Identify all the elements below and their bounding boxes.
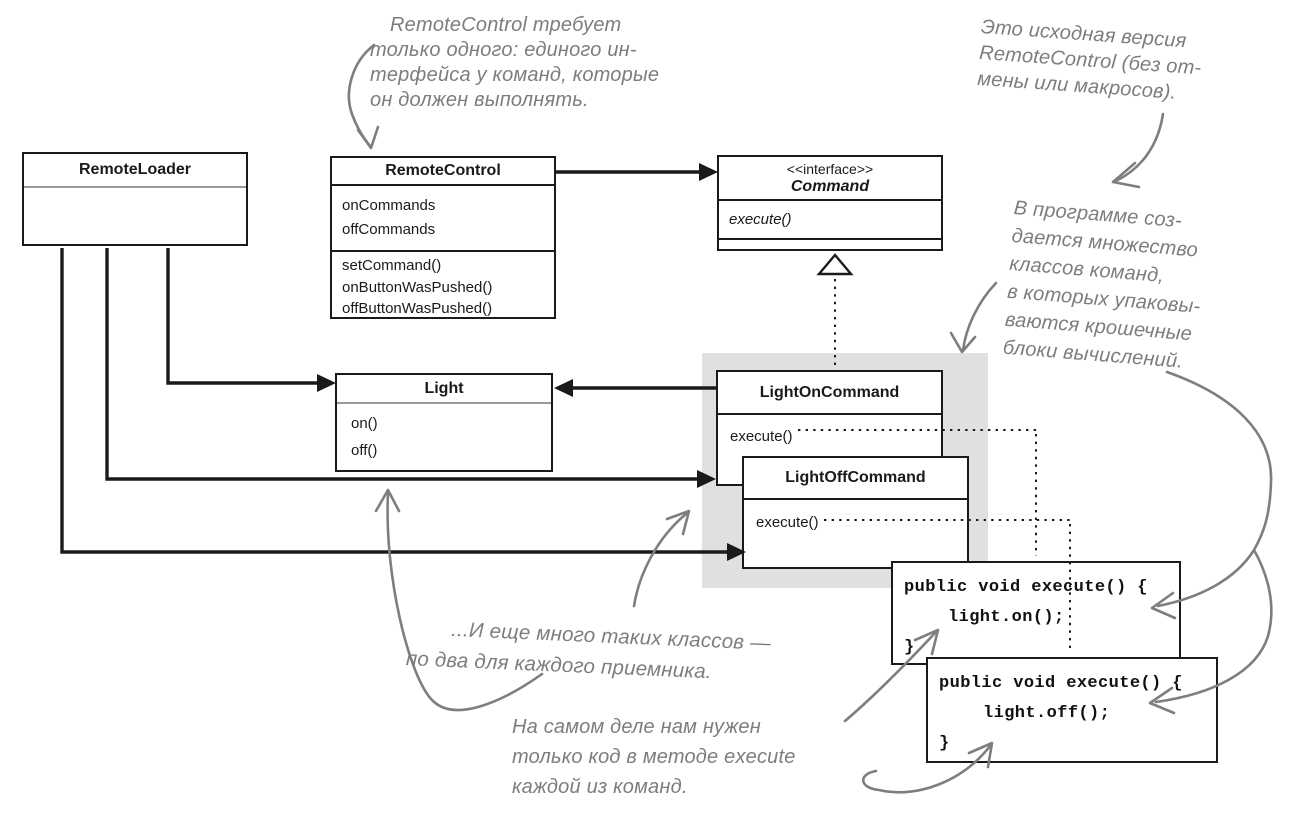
stereotype-label: <<interface>> [786, 160, 874, 177]
arrowhead-left [554, 379, 573, 397]
arrowheads [317, 163, 746, 561]
method: execute() [729, 211, 792, 228]
code-line: public void execute() { [939, 674, 1183, 693]
arrowhead-right [699, 163, 718, 181]
method: setCommand() [342, 257, 442, 274]
note-arrow-original-version [1114, 112, 1165, 183]
method: execute() [756, 514, 819, 531]
arrowhead [356, 125, 380, 150]
note-arrow-more-classes-right [632, 512, 688, 608]
fields-compartment: onCommands offCommands [332, 186, 554, 252]
methods-compartment: on() off() [337, 404, 551, 468]
methods-compartment: setCommand() onButtonWasPushed() offButt… [332, 252, 554, 324]
class-box-remotecontrol: RemoteControl onCommands offCommands set… [330, 156, 556, 319]
class-box-command-interface: <<interface>> Command execute() [717, 155, 943, 251]
class-title: <<interface>> Command [719, 157, 941, 201]
method: on() [351, 415, 378, 432]
arrowhead-right [727, 543, 746, 561]
field: offCommands [342, 221, 436, 238]
arrowhead [913, 628, 940, 656]
note-arrow-more-classes-left [386, 492, 544, 712]
arrow-remoteloader-to-lightoffcommand [60, 248, 728, 554]
class-title: RemoteControl [332, 158, 554, 186]
code-line: public void execute() { [904, 578, 1148, 597]
arrowhead [665, 509, 691, 536]
method: execute() [730, 428, 793, 445]
association-lines [60, 170, 728, 554]
interface-name: Command [790, 177, 870, 195]
code-line: light.on(); [948, 608, 1065, 627]
arrow-remoteloader-to-lightoncommand [105, 248, 698, 481]
methods-compartment: execute() [718, 415, 941, 453]
method: off() [351, 442, 378, 459]
class-box-light: Light on() off() [335, 373, 553, 472]
code-box-execute-off: public void execute() { light.off(); } [926, 657, 1218, 763]
note-execute-code: На самом деле нам нужен только код в мет… [512, 716, 796, 798]
field: onCommands [342, 197, 436, 214]
arrowhead [967, 741, 994, 769]
methods-compartment: execute() [719, 201, 941, 240]
arrowhead [1150, 591, 1177, 620]
code-line: } [904, 638, 915, 657]
code-line: } [939, 734, 950, 753]
dotted-lines [798, 279, 1071, 652]
dotted-execute-off-to-code [824, 519, 1071, 652]
note-arrow-execute-off [861, 744, 992, 794]
class-title: LightOnCommand [718, 372, 941, 415]
arrowhead [1148, 686, 1176, 715]
note-command-classes: В программе соз- дается множество классо… [1002, 196, 1202, 373]
note-arrow-to-code-on [1156, 370, 1273, 608]
methods-compartment: execute() [744, 500, 967, 539]
dotted-execute-on-to-code [798, 429, 1037, 556]
handwritten-arrows [347, 43, 1273, 794]
inheritance-triangle [816, 253, 854, 276]
method: offButtonWasPushed() [342, 300, 493, 317]
class-box-lightoffcommand: LightOffCommand execute() [742, 456, 969, 569]
class-title: RemoteLoader [24, 154, 246, 188]
note-arrow-to-code-off [1154, 548, 1273, 704]
arrowhead-right [317, 374, 336, 392]
arrowhead [374, 488, 401, 513]
arrow-remoteloader-to-light [166, 248, 318, 385]
note-remote-control: RemoteControl требует только одного: еди… [370, 14, 660, 111]
code-line: light.off(); [983, 704, 1111, 723]
class-title: Light [337, 375, 551, 404]
arrowhead [1111, 161, 1141, 189]
arrowhead [949, 331, 977, 354]
class-title: LightOffCommand [744, 458, 967, 500]
code-box-execute-on: public void execute() { light.on(); } [891, 561, 1181, 665]
arrowhead-right [697, 470, 716, 488]
method: onButtonWasPushed() [342, 278, 493, 296]
note-arrow-to-highlight [961, 281, 998, 352]
class-box-remoteloader: RemoteLoader [22, 152, 248, 246]
note-arrow-execute-on [843, 631, 937, 723]
